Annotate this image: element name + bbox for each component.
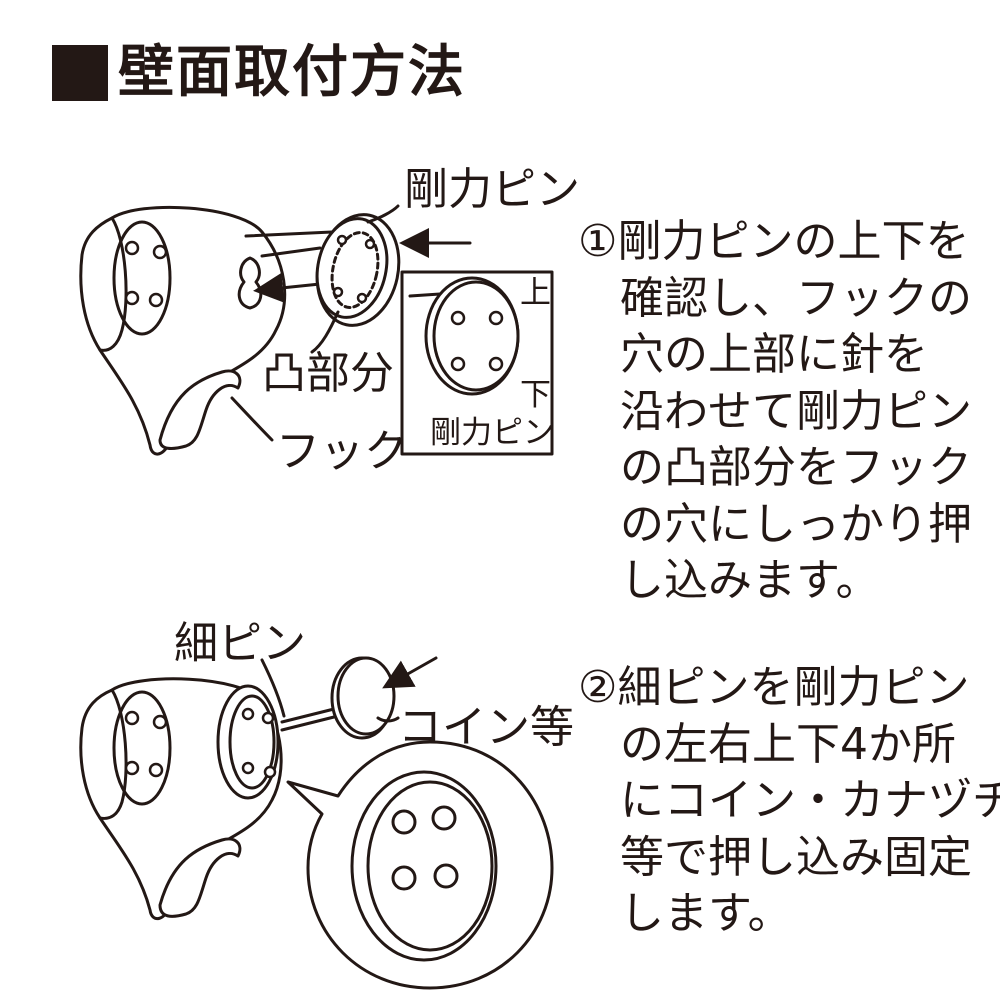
step-2-line: ②細ピンを剛力ピン [578, 662, 970, 713]
label-thin-pin: 細ピン [174, 618, 306, 669]
label-hook: フック [276, 426, 408, 477]
step-2-line: します。 [620, 888, 792, 939]
step-1-line: 穴の上部に針を [620, 329, 928, 380]
step-1-line: ①剛力ピンの上下を [578, 216, 970, 267]
inset-label-name: 剛力ピン [430, 415, 554, 451]
step-1-text: ①剛力ピンの上下を 確認し、フックの 穴の上部に針を 沿わせて剛力ピン の凸部分… [578, 214, 972, 610]
coin [330, 656, 396, 740]
insert-arrow-icon [253, 272, 322, 303]
step-1-line: 確認し、フックの [620, 272, 972, 324]
step-2-line: 等で押し込み固定 [620, 831, 972, 883]
inset-label-top: 上 [520, 275, 551, 311]
label-coin: コイン等 [398, 702, 574, 753]
step-2-line: にコイン・カナヅチ [620, 775, 1000, 826]
press-arrow-icon [382, 656, 438, 689]
step-1-line: の凸部分をフック [620, 442, 972, 493]
step-2-line: の左右上下4か所 [620, 718, 956, 770]
zoom-pin-heads [391, 805, 459, 891]
label-rigid-pin: 剛力ピン [404, 164, 580, 215]
zoom-bubble [286, 740, 554, 990]
inset-label-bottom: 下 [520, 377, 551, 413]
inset-frame [400, 270, 554, 456]
inset-pin-front [424, 276, 520, 396]
step-1-line: し込みます。 [620, 555, 880, 606]
hook-1 [79, 205, 287, 456]
hook-2 [79, 677, 283, 921]
label-boss: 凸部分 [262, 348, 394, 399]
step-1-line: 沿わせて剛力ピン [620, 385, 972, 437]
title-square-icon [52, 45, 108, 101]
step-1-line: の穴にしっかり押 [620, 498, 972, 550]
section-title: 壁面取付方法 [52, 30, 466, 116]
step-2-text: ②細ピンを剛力ピン の左右上下4か所 にコイン・カナヅチ 等で押し込み固定 しま… [578, 660, 1000, 943]
title-text: 壁面取付方法 [118, 40, 466, 105]
rigid-pin [315, 213, 401, 327]
